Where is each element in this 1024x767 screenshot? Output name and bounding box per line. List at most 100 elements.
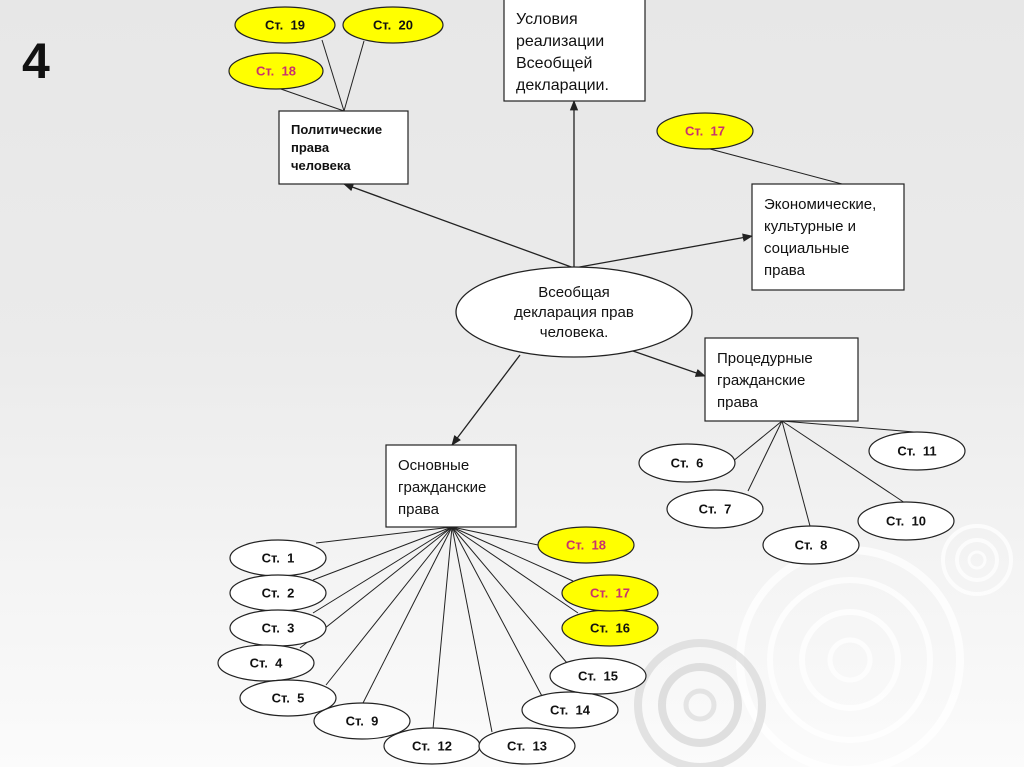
article-a15[interactable]: Ст. 15 <box>549 657 647 695</box>
connector-basic-a3 <box>312 526 453 614</box>
box-text-line: права <box>764 262 806 279</box>
article-a20[interactable]: Ст. 20 <box>342 6 444 44</box>
connector-basic-a16 <box>451 526 579 614</box>
article-oval <box>228 52 324 90</box>
article-a17b[interactable]: Ст. 17 <box>561 574 659 612</box>
article-label: Ст. 11 <box>897 444 936 459</box>
article-oval <box>666 489 764 529</box>
article-a18b[interactable]: Ст. 18 <box>537 526 635 564</box>
box-text-line: человека <box>291 158 351 173</box>
background-ripples <box>634 524 1013 767</box>
article-oval <box>342 6 444 44</box>
center-node-line: Всеобщая <box>538 284 610 301</box>
article-a7[interactable]: Ст. 7 <box>666 489 764 529</box>
article-a17e[interactable]: Ст. 17 <box>656 112 754 150</box>
connector-procedural-a10 <box>781 420 906 504</box>
connector-basic-a17b <box>451 526 574 582</box>
article-label: Ст. 12 <box>412 739 452 754</box>
article-label: Ст. 3 <box>262 621 295 636</box>
article-label: Ст. 18 <box>566 538 606 553</box>
box-text-line: Основные <box>398 457 469 474</box>
article-a18p[interactable]: Ст. 18 <box>228 52 324 90</box>
connector-political-a20 <box>343 40 365 112</box>
article-a4[interactable]: Ст. 4 <box>217 644 315 682</box>
article-a1[interactable]: Ст. 1 <box>229 539 327 577</box>
article-oval <box>638 443 736 483</box>
box-text-line: культурные и <box>764 218 856 235</box>
article-a8[interactable]: Ст. 8 <box>762 525 860 565</box>
box-text-line: права <box>717 394 759 411</box>
article-oval <box>549 657 647 695</box>
article-label: Ст. 15 <box>578 669 618 684</box>
article-a19[interactable]: Ст. 19 <box>234 6 336 44</box>
center-node-line: человека. <box>540 324 608 341</box>
box-text-line: декларации. <box>516 77 609 94</box>
box-text-line: Экономические, <box>764 196 876 213</box>
article-oval <box>478 727 576 765</box>
article-a5[interactable]: Ст. 5 <box>239 679 337 717</box>
article-label: Ст. 16 <box>590 621 630 636</box>
connector-procedural-a7 <box>747 420 783 492</box>
article-oval <box>656 112 754 150</box>
box-text-line: гражданские <box>398 479 486 496</box>
box-frame <box>503 0 646 102</box>
article-label: Ст. 20 <box>373 18 413 33</box>
article-oval <box>521 691 619 729</box>
connector-basic-a2 <box>312 526 453 581</box>
box-frame <box>385 444 517 528</box>
connector-basic-a14 <box>451 526 544 699</box>
connector-basic-a5 <box>325 526 453 686</box>
article-a2[interactable]: Ст. 2 <box>229 574 327 612</box>
edge-udhr-to-basic <box>451 354 521 446</box>
article-a10[interactable]: Ст. 10 <box>857 501 955 541</box>
box-text-line: Всеобщей <box>516 55 592 72</box>
box-frame <box>278 110 409 185</box>
box-text-line: социальные <box>764 240 849 257</box>
article-label: Ст. 9 <box>346 714 379 729</box>
article-label: Ст. 7 <box>699 502 732 517</box>
article-label: Ст. 1 <box>262 551 295 566</box>
connector-basic-a9 <box>361 526 453 706</box>
connector-basic-a15 <box>451 526 568 664</box>
article-oval <box>239 679 337 717</box>
edge-udhr-to-political <box>343 183 575 269</box>
article-oval <box>762 525 860 565</box>
edge-udhr-to-economic <box>573 233 754 269</box>
box-frame <box>704 337 859 422</box>
article-label: Ст. 8 <box>795 538 828 553</box>
center-ellipse <box>455 266 693 358</box>
connector-basic-a1 <box>315 526 453 544</box>
article-label: Ст. 17 <box>685 124 725 139</box>
slide-number: 4 <box>22 33 50 89</box>
article-oval <box>234 6 336 44</box>
article-a16[interactable]: Ст. 16 <box>561 609 659 647</box>
article-label: Ст. 18 <box>256 64 296 79</box>
article-a9[interactable]: Ст. 9 <box>313 702 411 740</box>
box-text-line: гражданские <box>717 372 805 389</box>
box-economic[interactable]: Экономические, культурные и социальные прав… <box>751 183 905 291</box>
article-a11[interactable]: Ст. 11 <box>868 431 966 471</box>
connector-political-a18p <box>277 87 345 112</box>
article-oval <box>868 431 966 471</box>
article-oval <box>561 574 659 612</box>
connector-economic-a17e <box>709 148 843 185</box>
article-a6[interactable]: Ст. 6 <box>638 443 736 483</box>
article-a13[interactable]: Ст. 13 <box>478 727 576 765</box>
article-a14[interactable]: Ст. 14 <box>521 691 619 729</box>
box-frame <box>751 183 905 291</box>
connector-basic-a13 <box>451 526 493 733</box>
article-a12[interactable]: Ст. 12 <box>383 727 481 765</box>
article-label: Ст. 19 <box>265 18 305 33</box>
article-oval <box>217 644 315 682</box>
connector-political-a19 <box>321 39 345 112</box>
box-text-line: права <box>291 140 330 155</box>
article-a3[interactable]: Ст. 3 <box>229 609 327 647</box>
article-label: Ст. 17 <box>590 586 630 601</box>
article-oval <box>313 702 411 740</box>
article-oval <box>537 526 635 564</box>
